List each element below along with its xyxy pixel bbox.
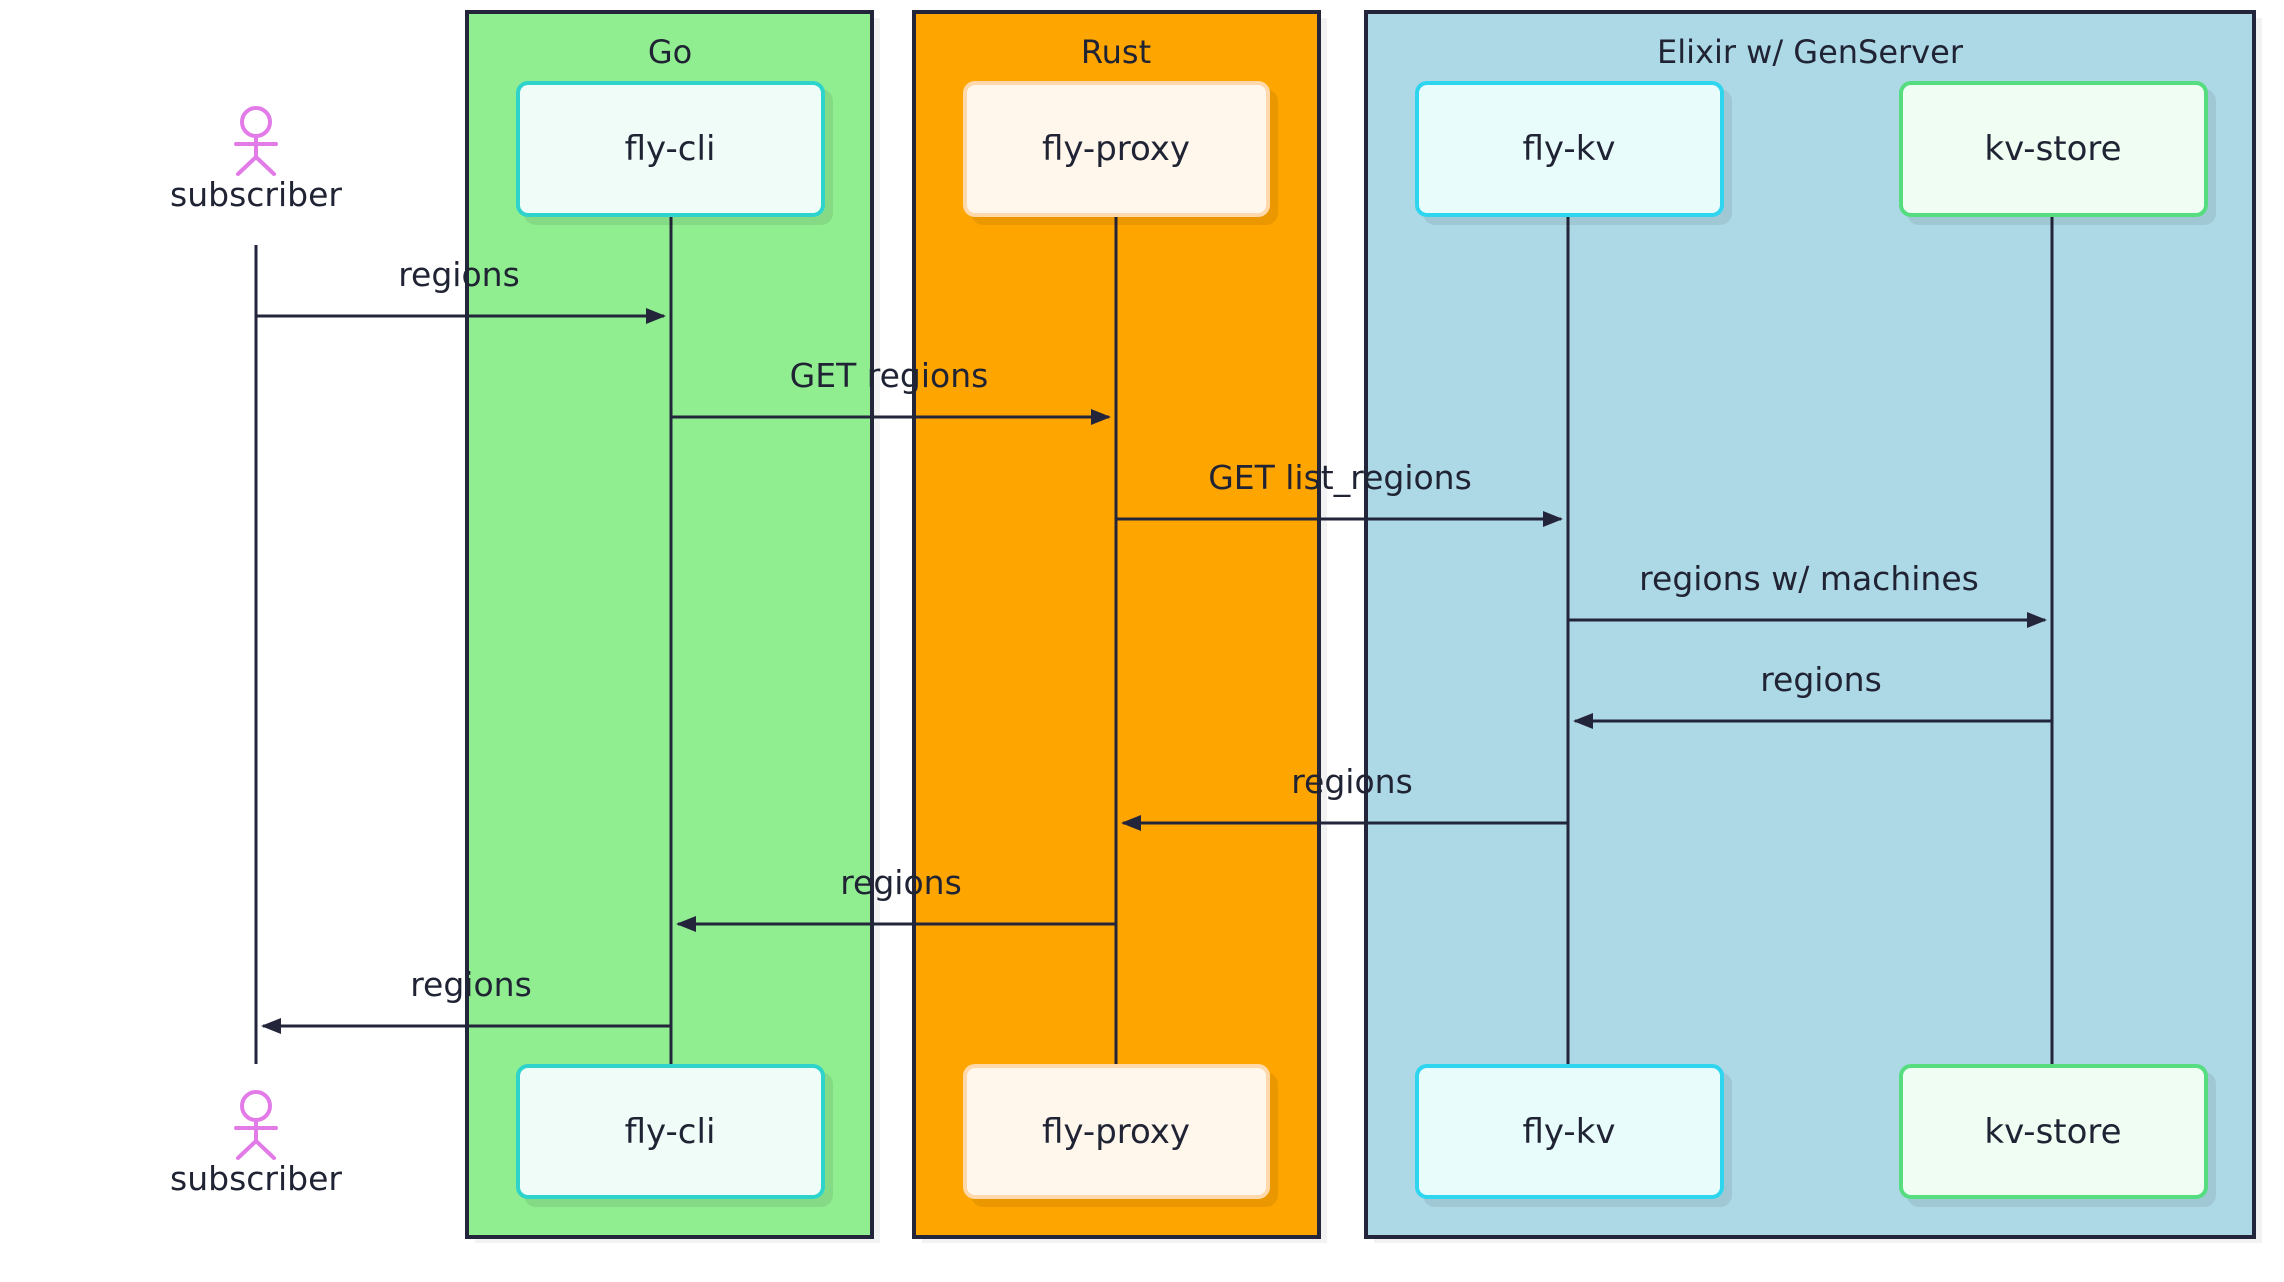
actor-subscriber-bottom-icon	[234, 1090, 278, 1160]
message-label-5: regions	[1760, 660, 1882, 699]
message-label-4: regions w/ machines	[1639, 559, 1979, 598]
message-label-layer: regions GET regions GET list_regions reg…	[398, 255, 1979, 1004]
participant-box-fly-kv-bottom	[1415, 1064, 1724, 1199]
message-layer	[256, 308, 2052, 1034]
participant-box-fly-proxy-top	[963, 81, 1270, 217]
participant-layer: fly-cli fly-proxy fly-kv kv-store fly-cl…	[516, 81, 2208, 1199]
actor-subscriber-bottom-label: subscriber	[170, 1159, 342, 1198]
group-rust-label: Rust	[1081, 33, 1151, 71]
participant-label-fly-kv-bottom: fly-kv	[1522, 1112, 1615, 1152]
message-label-1: regions	[398, 255, 520, 294]
message-label-3: GET list_regions	[1208, 458, 1472, 497]
group-go-label: Go	[648, 33, 692, 71]
participant-label-fly-cli-top: fly-cli	[625, 129, 716, 169]
participant-box-fly-cli-top	[516, 81, 825, 217]
participant-box-fly-cli-bottom	[516, 1064, 825, 1199]
participant-box-fly-kv-top	[1415, 81, 1724, 217]
group-elixir-label: Elixir w/ GenServer	[1657, 33, 1964, 71]
message-label-6: regions	[1291, 762, 1413, 801]
actor-layer: subscriber subscriber	[170, 106, 342, 1198]
participant-box-kv-store-bottom	[1899, 1064, 2208, 1199]
message-label-8: regions	[410, 965, 532, 1004]
lifeline-layer	[254, 215, 2054, 1064]
participant-label-fly-kv-top: fly-kv	[1522, 129, 1615, 169]
actor-subscriber-top-label: subscriber	[170, 175, 342, 214]
message-label-7: regions	[840, 863, 962, 902]
participant-label-fly-proxy-bottom: fly-proxy	[1042, 1112, 1190, 1152]
participant-label-fly-proxy-top: fly-proxy	[1042, 129, 1190, 169]
participant-label-kv-store-bottom: kv-store	[1984, 1112, 2121, 1152]
participant-label-kv-store-top: kv-store	[1984, 129, 2121, 169]
participant-box-fly-proxy-bottom	[963, 1064, 1270, 1199]
actor-subscriber-top-icon	[234, 106, 278, 176]
message-label-2: GET regions	[790, 356, 989, 395]
participant-box-kv-store-top	[1899, 81, 2208, 217]
participant-label-fly-cli-bottom: fly-cli	[625, 1112, 716, 1152]
